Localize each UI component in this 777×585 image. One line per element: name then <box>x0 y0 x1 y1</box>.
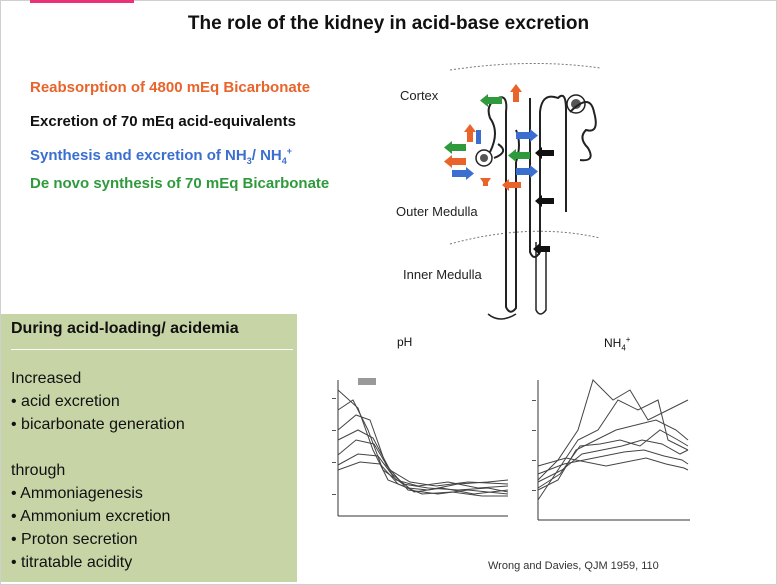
outer-medulla-label: Outer Medulla <box>396 204 478 219</box>
list-item: • Ammoniagenesis <box>11 485 143 502</box>
slide-title: The role of the kidney in acid-base excr… <box>187 13 590 34</box>
list-item: • acid excretion <box>11 393 120 410</box>
ph-chart-label: pH <box>397 335 413 349</box>
increased-label: Increased <box>11 370 82 387</box>
cortex-label: Cortex <box>400 88 439 103</box>
ph-chart <box>332 378 509 517</box>
accent-bar <box>30 0 134 3</box>
nephron-diagram <box>444 62 601 320</box>
nh4-chart <box>532 379 690 521</box>
nh4-chart-label: NH4+ <box>604 335 631 353</box>
panel-heading: During acid-loading/ acidemia <box>11 320 239 337</box>
list-item: • titratable acidity <box>11 554 133 571</box>
bullet-de-novo: De novo synthesis of 70 mEq Bicarbonate <box>30 175 330 192</box>
inner-medulla-label: Inner Medulla <box>403 267 482 282</box>
list-item: • Ammonium excretion <box>11 508 171 525</box>
through-label: through <box>11 462 66 479</box>
bullet-synthesis: Synthesis and excretion of NH3/ NH4+ <box>30 146 293 166</box>
acid-loading-panel: During acid-loading/ acidemia Increased … <box>1 314 297 582</box>
citation: Wrong and Davies, QJM 1959, 110 <box>488 560 659 572</box>
list-item: • Proton secretion <box>11 531 138 548</box>
bullet-excretion: Excretion of 70 mEq acid-equivalents <box>30 113 296 130</box>
bullet-reabsorption: Reabsorption of 4800 mEq Bicarbonate <box>30 79 311 96</box>
panel-divider <box>11 349 293 350</box>
list-item: • bicarbonate generation <box>11 416 185 433</box>
